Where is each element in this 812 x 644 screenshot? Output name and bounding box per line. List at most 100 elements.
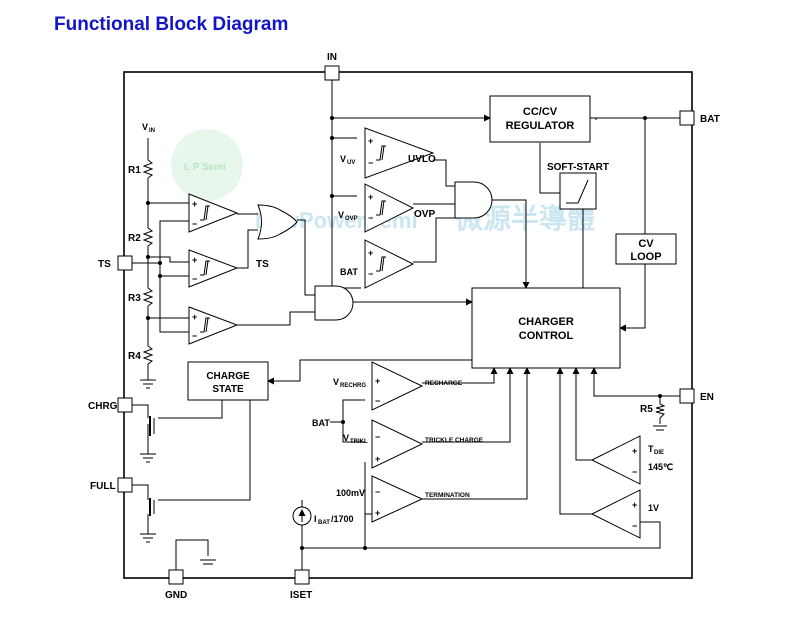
pin-iset [294,569,310,585]
tdie-label: T [648,444,654,454]
vtrikl-label-sub: TRIKL [350,439,368,445]
charge-state-label-2: STATE [212,384,244,395]
ovp-comparator [364,183,415,233]
cv-loop-label-2: LOOP [630,251,661,263]
thermal-comparator [590,435,641,485]
minus-sign: − [375,396,380,406]
ts-comparator-3 [188,306,239,345]
plus-sign: + [192,312,197,322]
r1-label: R1 [128,165,141,176]
pin-bat-label: BAT [700,114,720,125]
minus-sign: − [192,331,197,341]
charge-state-label-1: CHARGE [206,371,250,382]
charger-control-block [471,287,621,369]
vuv-label-sub: UV [347,160,355,166]
trickle-charge-comparator [371,419,424,469]
charger-control-label-2: CONTROL [519,330,574,342]
plus-sign: + [375,508,380,518]
recharge-label: RECHARGE [425,380,463,387]
plus-sign: + [632,446,637,456]
cv-loop-label-1: CV [638,238,654,250]
vovp-label: V [338,210,344,220]
100mv-label: 100mV [336,488,365,498]
bat-comparator [364,239,415,289]
vrechrg-label: V [333,377,339,387]
termination-comparator [371,475,424,523]
minus-sign: − [192,274,197,284]
ts-comparator-1 [188,193,239,233]
resistor-r4 [142,345,154,365]
enable-comparator [590,489,641,539]
vovp-label-sub: OVP [345,216,358,222]
resistor-r3 [142,287,154,307]
pin-in-label: IN [327,52,337,63]
resistor-r2 [142,227,154,247]
pin-bat [679,110,695,126]
and-gate-ts [314,285,354,321]
pin-iset-label: ISET [290,590,312,601]
plus-sign: + [368,248,373,258]
pin-chrg [117,397,133,413]
vin-label-sub: IN [149,128,155,134]
r3-label: R3 [128,293,141,304]
termination-label: TERMINATION [425,492,470,499]
recharge-comparator [371,361,424,411]
minus-sign: − [192,219,197,229]
plus-sign: + [375,376,380,386]
minus-sign: − [375,487,380,497]
vuv-label: V [340,154,346,164]
ts-gate-label: TS [256,259,269,270]
plus-sign: + [368,136,373,146]
uvlo-comparator [364,127,435,179]
cc-cv-regulator-block [489,95,591,143]
chip-outline [123,71,693,579]
ibat-label-sub: BAT [318,520,330,526]
pin-full-label: FULL [90,481,116,492]
resistor-r1 [142,159,154,179]
soft-start-ramp-icon [566,179,589,204]
bat-input-label: BAT [340,267,358,277]
r5-label: R5 [640,404,653,415]
pin-gnd [168,569,184,585]
regulator-label-2: REGULATOR [506,120,575,132]
regulator-label-1: CC/CV [523,106,558,118]
uvlo-label: UVLO [408,154,436,165]
minus-sign: − [375,432,380,442]
plus-sign: + [368,192,373,202]
minus-sign: − [368,213,373,223]
vtrikl-label: V [343,433,349,443]
bat-node-label: BAT [312,418,330,428]
ibat-label-rest: /1700 [331,514,354,524]
ovp-label: OVP [414,209,435,220]
plus-sign: + [375,454,380,464]
cv-loop-block [615,233,677,265]
vin-label: V [142,122,148,132]
soft-start-block [559,172,597,210]
plus-sign: + [632,500,637,510]
temp-threshold-label: 145℃ [648,462,673,472]
plus-sign: + [192,255,197,265]
pin-full [117,477,133,493]
pin-ts-label: TS [98,259,111,270]
tdie-label-sub: DIE [654,450,664,456]
minus-sign: − [632,467,637,477]
plus-sign: + [192,199,197,209]
1v-label: 1V [648,503,659,513]
pin-en-label: EN [700,392,714,403]
charger-control-label-1: CHARGER [518,316,574,328]
resistors [142,159,666,419]
pin-chrg-label: CHRG [88,401,118,412]
ts-comparator-2 [188,249,239,288]
or-gate [257,204,298,240]
watermark-logo: L P Semi [184,162,226,173]
charge-state-block [187,361,269,401]
hysteresis-icons [200,145,386,333]
resistor-r5 [655,403,666,419]
pin-gnd-label: GND [165,590,187,601]
minus-sign: − [368,269,373,279]
r4-label: R4 [128,351,141,362]
r2-label: R2 [128,233,141,244]
trickle-charge-label: TRICKLE CHARGE [425,437,484,444]
soft-start-label: SOFT-START [547,162,609,173]
